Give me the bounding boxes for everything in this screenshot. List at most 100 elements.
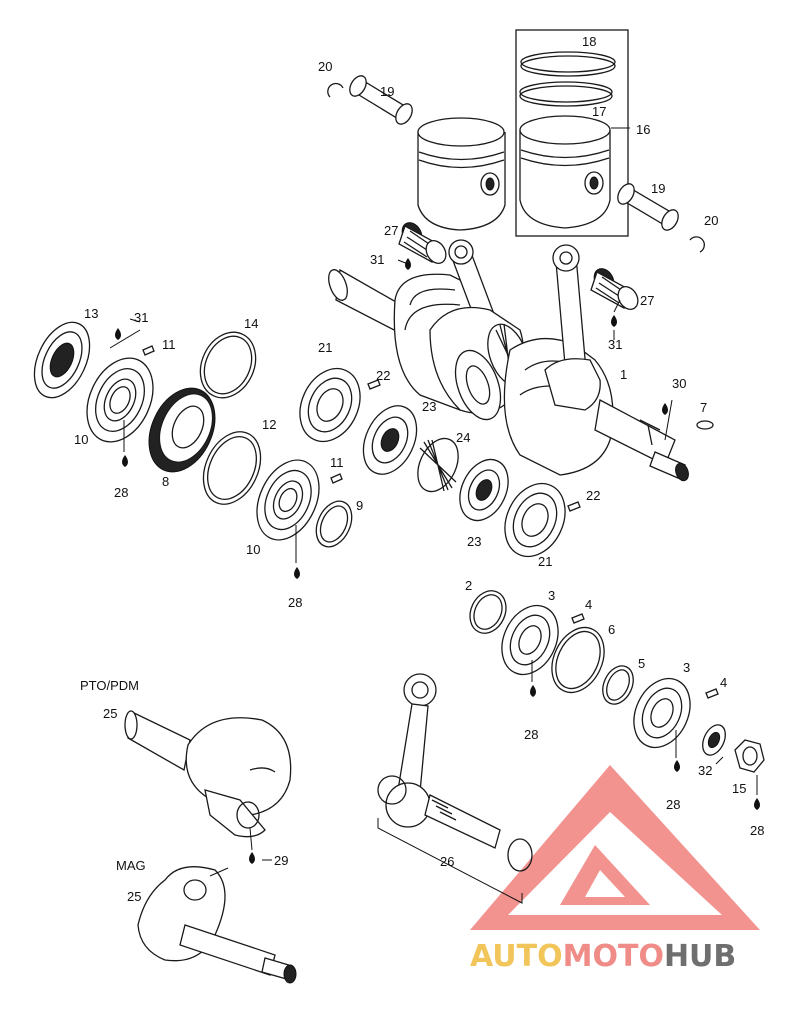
label-28d: 28 bbox=[666, 797, 680, 812]
woodruff-key bbox=[696, 420, 714, 430]
ball-bearing-mag bbox=[256, 459, 320, 541]
lubrication-drops bbox=[115, 258, 760, 864]
oil-drop-icon bbox=[115, 328, 121, 340]
oil-seal-pto bbox=[33, 321, 91, 399]
ring-5 bbox=[602, 665, 634, 705]
label-31a: 31 bbox=[134, 310, 148, 325]
connecting-rod-assembly bbox=[377, 673, 533, 904]
drive-gear-24 bbox=[417, 437, 459, 493]
piston-right bbox=[519, 130, 611, 229]
label-7: 7 bbox=[700, 400, 707, 415]
label-3b: 3 bbox=[683, 660, 690, 675]
roller-bearing-21-right bbox=[504, 482, 566, 558]
oil-drop-icon bbox=[122, 455, 128, 467]
piston-left-crown bbox=[417, 117, 505, 147]
counterweight-right bbox=[503, 337, 614, 476]
dowel-pin-11a bbox=[142, 345, 155, 356]
labyrinth-seal-23-right bbox=[459, 458, 509, 522]
label-14: 14 bbox=[244, 316, 258, 331]
piston-ring-upper-b bbox=[520, 55, 616, 77]
label-26: 26 bbox=[440, 854, 454, 869]
crankshaft-assembly bbox=[328, 239, 689, 482]
label-1: 1 bbox=[620, 367, 627, 382]
circlip-right bbox=[689, 236, 705, 253]
label-mag: MAG bbox=[116, 858, 146, 873]
oil-drop-icon bbox=[294, 567, 300, 579]
label-23a: 23 bbox=[422, 399, 436, 414]
labyrinth-seal-center bbox=[454, 349, 502, 421]
label-10a: 10 bbox=[74, 432, 88, 447]
dowel-pin-22b bbox=[567, 501, 581, 512]
label-22b: 22 bbox=[586, 488, 600, 503]
label-25b: 25 bbox=[127, 889, 141, 904]
label-18: 18 bbox=[582, 34, 596, 49]
o-ring-14 bbox=[199, 331, 257, 399]
label-6: 6 bbox=[608, 622, 615, 637]
watermark-text-auto: AUTO bbox=[470, 939, 563, 974]
label-19a: 19 bbox=[380, 84, 394, 99]
watermark-text: AUTOMOTOHUB bbox=[470, 939, 736, 974]
label-28c: 28 bbox=[524, 727, 538, 742]
label-16: 16 bbox=[636, 122, 650, 137]
label-9: 9 bbox=[356, 498, 363, 513]
label-20b: 20 bbox=[704, 213, 718, 228]
piston-ring-upper bbox=[520, 51, 616, 73]
ball-bearing-3-upper bbox=[501, 604, 559, 676]
piston-ring-lower bbox=[519, 81, 613, 103]
label-11b: 11 bbox=[330, 455, 344, 470]
label-29: 29 bbox=[274, 853, 288, 868]
label-3a: 3 bbox=[548, 588, 555, 603]
ball-bearing-pto bbox=[86, 357, 154, 443]
label-2: 2 bbox=[465, 578, 472, 593]
watermark-logo bbox=[470, 765, 760, 930]
label-21a: 21 bbox=[318, 340, 332, 355]
label-15: 15 bbox=[732, 781, 746, 796]
piston-right-crown bbox=[519, 115, 611, 145]
label-4a: 4 bbox=[585, 597, 592, 612]
dowel-pin-11b bbox=[330, 473, 343, 484]
label-22a: 22 bbox=[376, 368, 390, 383]
dowel-pin-4a bbox=[571, 613, 585, 624]
label-10b: 10 bbox=[246, 542, 260, 557]
leader-lines bbox=[109, 127, 758, 877]
circlip-left bbox=[327, 82, 344, 98]
distance-ring bbox=[148, 387, 216, 473]
part-labels: 1 2 3 3 4 4 5 6 7 8 9 10 10 11 11 12 13 … bbox=[74, 34, 764, 904]
label-28e: 28 bbox=[750, 823, 764, 838]
label-21b: 21 bbox=[538, 554, 552, 569]
ball-bearing-3-lower bbox=[633, 677, 691, 749]
ring-2 bbox=[469, 590, 507, 634]
oil-drop-icon bbox=[611, 315, 617, 327]
labyrinth-seal-23-left bbox=[362, 405, 418, 475]
label-13: 13 bbox=[84, 306, 98, 321]
label-27a: 27 bbox=[384, 223, 398, 238]
needle-bearing-right bbox=[590, 268, 639, 310]
label-25a: 25 bbox=[103, 706, 117, 721]
oil-drop-icon bbox=[754, 798, 760, 810]
oil-drop-icon bbox=[249, 852, 255, 864]
o-ring-6 bbox=[551, 626, 605, 694]
watermark-text-moto: MOTO bbox=[563, 939, 664, 974]
label-5: 5 bbox=[638, 656, 645, 671]
label-28b: 28 bbox=[288, 595, 302, 610]
label-24: 24 bbox=[456, 430, 470, 445]
shim-ring-9 bbox=[315, 500, 353, 548]
piston-ring-box bbox=[515, 29, 629, 237]
dowel-pin-4b bbox=[705, 688, 719, 699]
label-12: 12 bbox=[262, 417, 276, 432]
dowel-pin-22a bbox=[367, 379, 381, 390]
watermark-text-hub: HUB bbox=[664, 939, 736, 974]
nut-15 bbox=[734, 739, 765, 773]
piston-left bbox=[417, 132, 506, 231]
crank-half-mag bbox=[137, 866, 297, 984]
label-31b: 31 bbox=[370, 252, 384, 267]
label-pto: PTO/PDM bbox=[80, 678, 139, 693]
piston-group bbox=[327, 29, 705, 253]
oil-drop-icon bbox=[674, 760, 680, 772]
oil-drop-icon bbox=[530, 685, 536, 697]
label-8: 8 bbox=[162, 474, 169, 489]
piston-ring-lower-b bbox=[519, 85, 613, 107]
label-4b: 4 bbox=[720, 675, 727, 690]
label-11a: 11 bbox=[162, 337, 176, 352]
